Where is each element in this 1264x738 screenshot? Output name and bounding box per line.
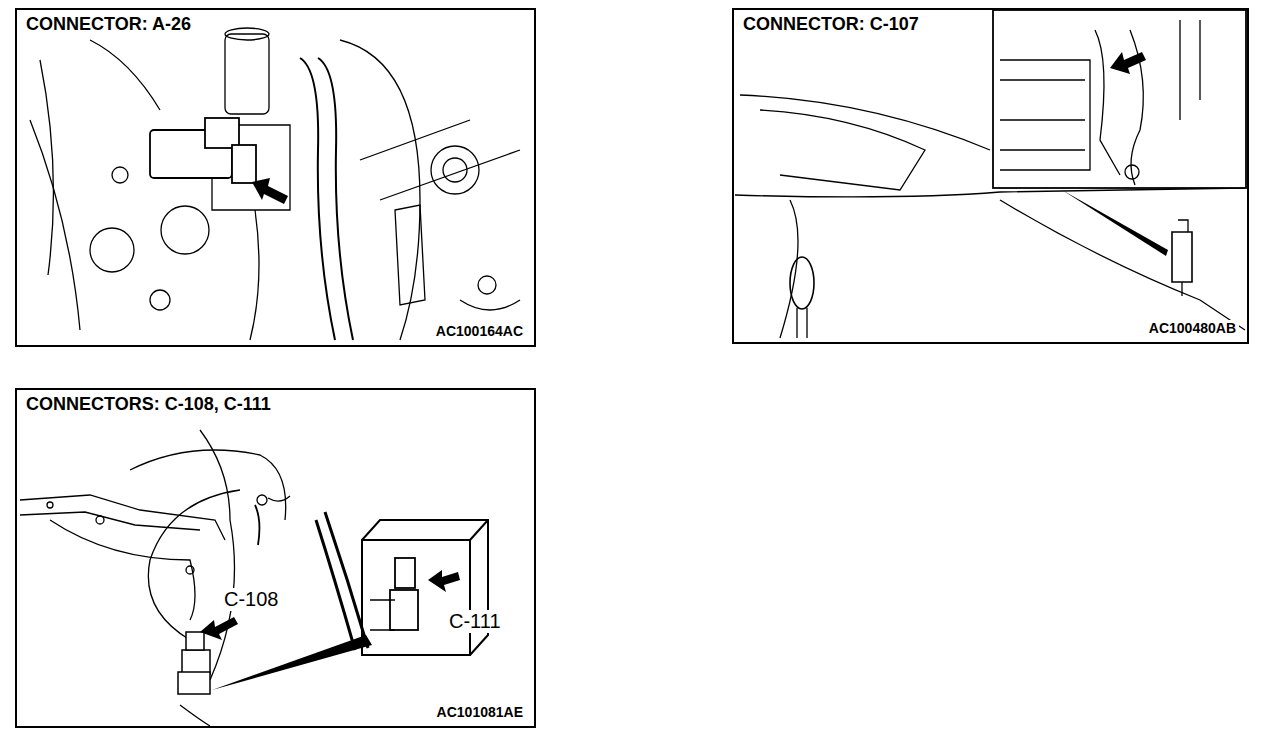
connector-panel: CONNECTOR: C-107AC100480AB — [732, 8, 1249, 344]
connector-panel: CONNECTOR: A-26AC100164AC — [15, 8, 536, 347]
panel-heading: CONNECTOR: C-107 — [740, 14, 922, 35]
figure-code: AC100480AB — [1146, 320, 1239, 336]
connector-panel: CONNECTORS: C-108, C-111AC101081AE — [15, 388, 536, 728]
figure-code: AC100164AC — [433, 323, 526, 339]
connector-label: C-108 — [222, 588, 280, 611]
connector-label: C-111 — [447, 610, 503, 633]
panel-heading: CONNECTOR: A-26 — [23, 14, 194, 35]
figure-code: AC101081AE — [434, 704, 526, 720]
panel-heading: CONNECTORS: C-108, C-111 — [23, 394, 274, 415]
